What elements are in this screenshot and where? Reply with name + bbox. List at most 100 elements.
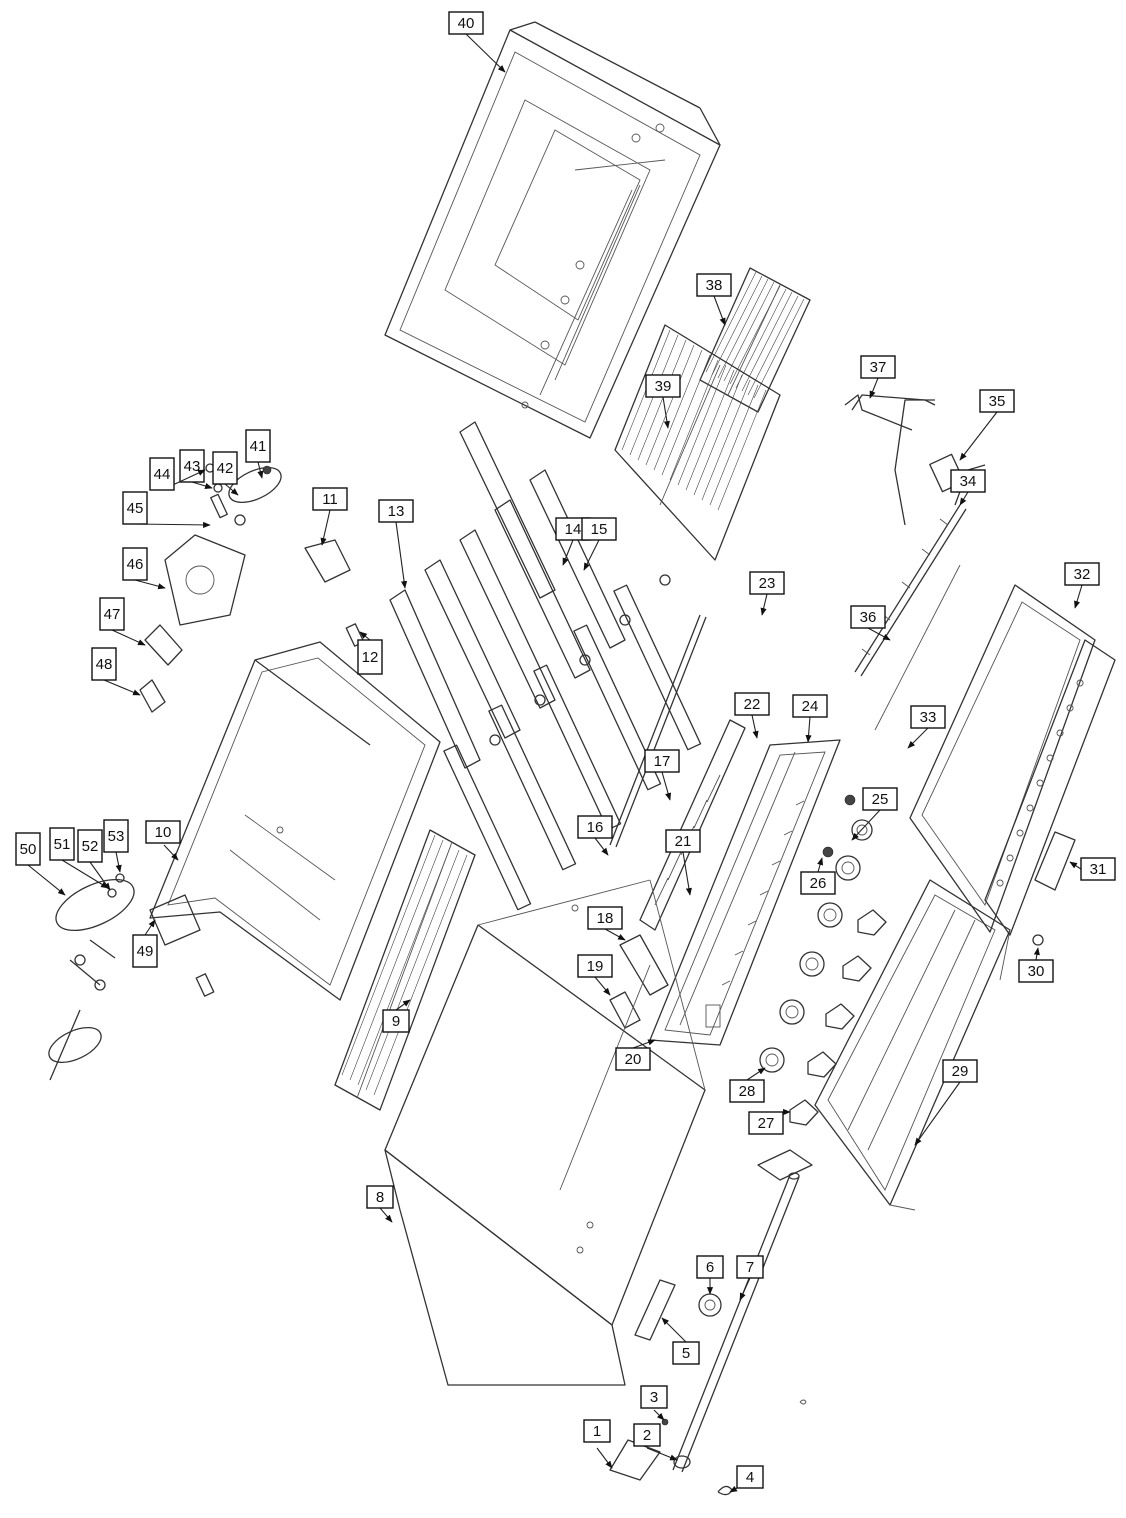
- callout-23: 23: [749, 571, 785, 616]
- callout-label: 20: [625, 1051, 642, 1068]
- callout-box: [357, 639, 383, 675]
- callout-label: 49: [137, 943, 154, 960]
- callout-36: 36: [850, 605, 891, 641]
- part-hinge-right: [304, 539, 365, 647]
- callout-box: [736, 1255, 764, 1279]
- callout-box: [132, 934, 158, 968]
- part-lid: [149, 641, 441, 1001]
- callout-label: 2: [643, 1427, 651, 1444]
- callout-box: [850, 605, 886, 629]
- callout-box: [696, 273, 732, 297]
- callout-box: [577, 815, 613, 839]
- callout-35: 35: [959, 389, 1015, 461]
- callout-4: 4: [729, 1465, 764, 1493]
- part-heat-tents: [389, 421, 626, 769]
- callout-box: [122, 547, 148, 581]
- part-rotisserie-left: [48, 873, 215, 1081]
- callout-box: [792, 694, 828, 718]
- part-bottom-shelf: [814, 879, 1011, 1211]
- callout-label: 45: [127, 500, 144, 517]
- callout-label: 51: [54, 836, 71, 853]
- part-rotisserie-right: [139, 463, 282, 713]
- callout-label: 37: [870, 359, 887, 376]
- callout-box: [99, 597, 125, 631]
- callout-label: 41: [250, 438, 267, 455]
- callout-18: 18: [587, 906, 626, 941]
- callout-label: 8: [376, 1189, 384, 1206]
- callout-box: [748, 1111, 784, 1135]
- part-firebox: [384, 21, 721, 439]
- callout-29: 29: [914, 1059, 978, 1146]
- part-body-panel: [384, 879, 706, 1386]
- callout-box: [672, 1341, 700, 1365]
- callout-45: 45: [122, 491, 211, 528]
- callout-label: 29: [952, 1063, 969, 1080]
- callout-30: 30: [1018, 947, 1054, 983]
- callout-27: 27: [748, 1108, 791, 1135]
- callout-box: [382, 1009, 410, 1033]
- callout-label: 36: [860, 609, 877, 626]
- callout-box: [1018, 959, 1054, 983]
- callout-box: [179, 449, 205, 483]
- callout-box: [15, 832, 41, 866]
- callout-label: 32: [1074, 566, 1091, 583]
- callout-box: [910, 705, 946, 729]
- callout-label: 46: [127, 556, 144, 573]
- callout-label: 17: [654, 753, 671, 770]
- callout-17: 17: [644, 749, 680, 801]
- callout-label: 7: [746, 1259, 754, 1276]
- callout-49: 49: [132, 919, 158, 968]
- callout-label: 9: [392, 1013, 400, 1030]
- part-igniter: [822, 794, 856, 858]
- callout-box: [577, 954, 613, 978]
- callout-box: [122, 491, 148, 525]
- callout-28: 28: [729, 1067, 766, 1103]
- callout-label: 22: [744, 696, 761, 713]
- callout-label: 42: [217, 460, 234, 477]
- callout-label: 10: [155, 824, 172, 841]
- callout-label: 12: [362, 649, 379, 666]
- callout-label: 11: [322, 491, 338, 508]
- callout-label: 48: [96, 656, 113, 673]
- callout-3: 3: [640, 1385, 668, 1421]
- callout-47: 47: [99, 597, 146, 646]
- callout-box: [633, 1423, 661, 1447]
- callout-box: [1080, 857, 1116, 881]
- callout-39: 39: [645, 374, 681, 429]
- part-knobs: [759, 819, 887, 1126]
- callout-label: 38: [706, 277, 723, 294]
- callout-box: [645, 374, 681, 398]
- callout-label: 23: [759, 575, 776, 592]
- callout-box: [581, 517, 617, 541]
- callout-box: [312, 487, 348, 511]
- callout-box: [736, 1465, 764, 1489]
- callout-15: 15: [581, 517, 617, 571]
- callout-box: [91, 647, 117, 681]
- callout-label: 27: [758, 1115, 775, 1132]
- callout-box: [860, 355, 896, 379]
- callout-41: 41: [245, 429, 271, 479]
- callout-label: 28: [739, 1083, 756, 1100]
- callout-label: 21: [675, 833, 692, 850]
- callout-box: [644, 749, 680, 773]
- callout-label: 4: [746, 1469, 754, 1486]
- callout-13: 13: [378, 499, 414, 589]
- callout-51: 51: [49, 827, 109, 889]
- callout-20: 20: [615, 1039, 656, 1071]
- callout-label: 3: [650, 1389, 658, 1406]
- callout-label: 15: [591, 521, 608, 538]
- part-handle-tube: [672, 1149, 813, 1473]
- callout-box: [587, 906, 623, 930]
- callout-label: 33: [920, 709, 937, 726]
- part-rod: [609, 614, 707, 848]
- callout-box: [696, 1255, 724, 1279]
- callout-label: 1: [593, 1423, 601, 1440]
- callout-16: 16: [577, 815, 613, 856]
- callout-box: [640, 1385, 668, 1409]
- callout-9: 9: [382, 999, 411, 1033]
- callout-label: 25: [872, 791, 889, 808]
- callout-label: 39: [655, 378, 672, 395]
- callout-53: 53: [103, 819, 129, 873]
- callout-5: 5: [661, 1317, 700, 1365]
